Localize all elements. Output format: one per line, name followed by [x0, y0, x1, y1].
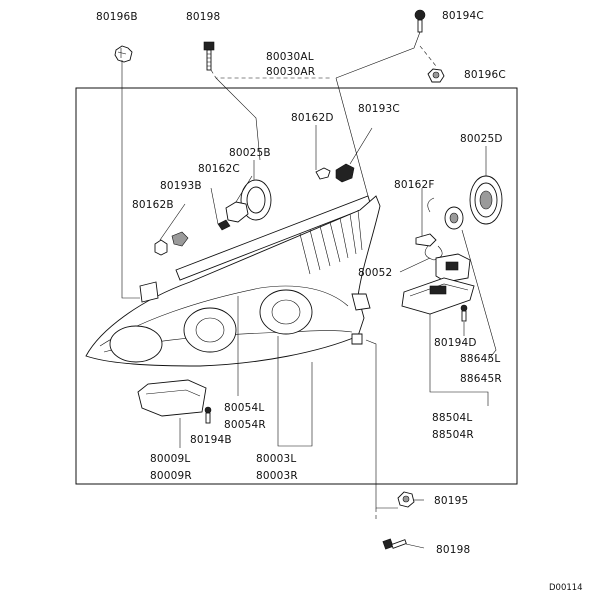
label-80025b: 80025B	[229, 147, 271, 159]
socket-80193c[interactable]	[335, 163, 355, 183]
label-80196c: 80196C	[464, 69, 506, 81]
label-88504r: 88504R	[432, 429, 474, 441]
label-80003l: 80003L	[256, 453, 296, 465]
label-80193b: 80193B	[160, 180, 202, 192]
bulb-80162d[interactable]	[315, 167, 331, 180]
clip-80196b[interactable]	[114, 45, 133, 63]
label-80052: 80052	[358, 267, 392, 279]
headlamp-housing[interactable]	[85, 195, 381, 367]
bulb-80162b[interactable]	[154, 231, 189, 256]
bulb-80162f[interactable]	[415, 197, 443, 261]
label-80194c: 80194C	[442, 10, 484, 22]
diagram-code: D00114	[549, 583, 583, 593]
bolt-80198-bottom[interactable]	[382, 538, 407, 550]
ballast-88645[interactable]	[435, 253, 471, 283]
label-80009l: 80009L	[150, 453, 190, 465]
label-80198-bottom: 80198	[436, 544, 470, 556]
label-80025d: 80025D	[460, 133, 503, 145]
label-80162d: 80162D	[291, 112, 334, 124]
bracket-80009[interactable]	[137, 379, 207, 417]
label-80003r: 80003R	[256, 470, 298, 482]
bulb-socket-80162c[interactable]	[217, 201, 249, 231]
label-80194d: 80194D	[434, 337, 477, 349]
cap-80025b[interactable]	[240, 179, 272, 221]
screw-80194b[interactable]	[204, 406, 212, 424]
label-80009r: 80009R	[150, 470, 192, 482]
cap-80025d[interactable]	[469, 175, 503, 225]
label-80030ar: 80030AR	[266, 66, 315, 78]
label-88645r: 88645R	[460, 373, 502, 385]
leader-lines	[121, 31, 497, 549]
label-80195: 80195	[434, 495, 468, 507]
label-80198-top: 80198	[186, 11, 220, 23]
nut-80196c[interactable]	[427, 68, 445, 83]
label-80054l: 80054L	[224, 402, 264, 414]
label-80194b: 80194B	[190, 434, 232, 446]
ballast-88504[interactable]	[401, 277, 475, 315]
nut-80195[interactable]	[397, 491, 415, 508]
socket-80162f[interactable]	[444, 206, 464, 230]
assembly-frame	[75, 87, 518, 485]
bolt-80198-top[interactable]	[203, 41, 215, 71]
screw-80194c[interactable]	[414, 9, 426, 33]
label-88645l: 88645L	[460, 353, 500, 365]
label-80196b: 80196B	[96, 11, 138, 23]
label-80162f: 80162F	[394, 179, 435, 191]
label-80162c: 80162C	[198, 163, 240, 175]
label-80054r: 80054R	[224, 419, 266, 431]
screw-80194d[interactable]	[460, 304, 468, 322]
label-80162b: 80162B	[132, 199, 174, 211]
label-80030al: 80030AL	[266, 51, 314, 63]
label-88504l: 88504L	[432, 412, 472, 424]
label-80193c: 80193C	[358, 103, 400, 115]
